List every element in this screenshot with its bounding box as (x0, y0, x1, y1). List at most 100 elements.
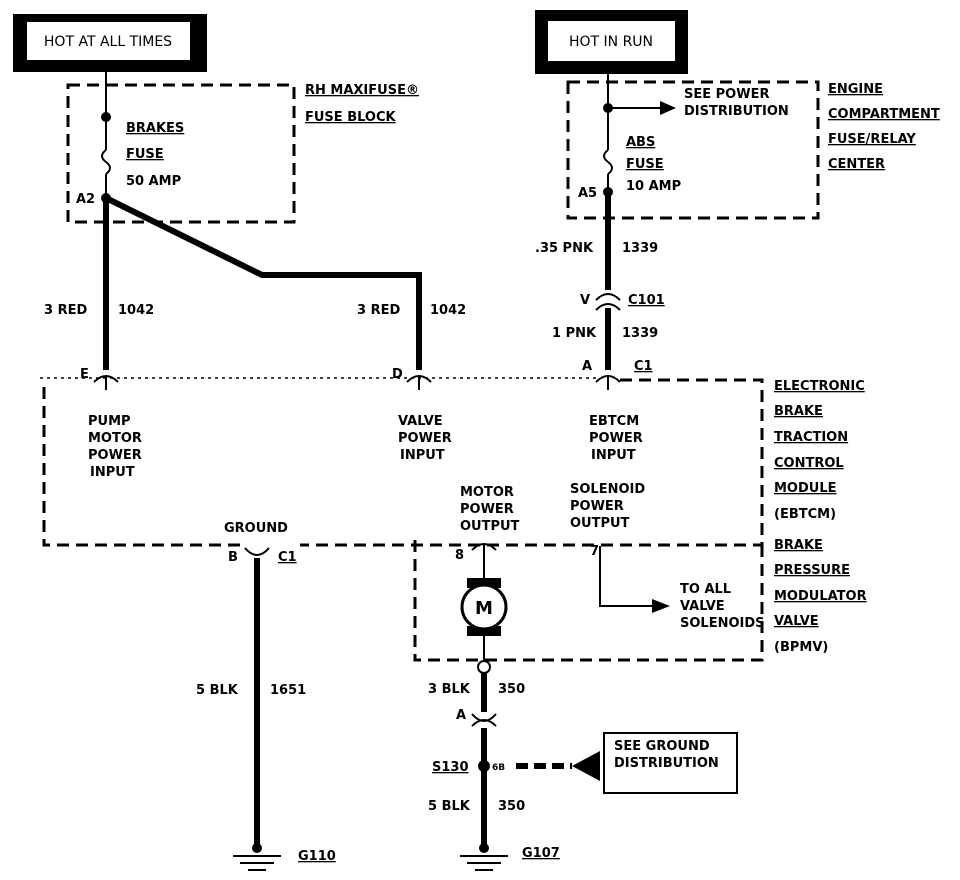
wire-mid-size: 3 RED (357, 303, 400, 318)
solenoid-arrow-icon (652, 599, 670, 613)
ebtcm-input-line3: INPUT (591, 448, 636, 463)
pin-e-label: E (80, 367, 89, 382)
c101-connector: V C101 (580, 293, 665, 311)
pump-input-line2: MOTOR (88, 431, 142, 446)
bpmv-module: BRAKE PRESSURE MODULATOR VALVE (BPMV) (413, 538, 867, 662)
pin-d-label: D (392, 367, 403, 382)
ebtcm-line6: (EBTCM) (774, 507, 836, 522)
wire-abs-size-bottom: 1 PNK (552, 326, 597, 341)
wire-motor-gnd-size: 3 BLK (428, 682, 471, 697)
engine-center-line1: ENGINE (828, 82, 883, 97)
pin-d-connector: D (392, 367, 432, 390)
hot-at-all-times-box: HOT AT ALL TIMES (13, 14, 207, 72)
solenoid-output-line1: SOLENOID (570, 482, 645, 497)
wire-ground-circuit: 1651 (270, 683, 306, 698)
abs-fuse-name: ABS (626, 135, 655, 150)
ebtcm-input-line2: POWER (589, 431, 643, 446)
ebtcm-line1: ELECTRONIC (774, 379, 865, 394)
wire-mid-circuit: 1042 (430, 303, 466, 318)
see-power-line2: DISTRIBUTION (684, 104, 789, 119)
engine-center-line4: CENTER (828, 157, 885, 172)
see-ground-box (603, 732, 738, 794)
engine-fuse-relay-center: ENGINE COMPARTMENT FUSE/RELAY CENTER SEE… (566, 74, 940, 220)
see-power-line1: SEE POWER (684, 87, 769, 102)
power-wires (103, 192, 611, 370)
g110-label: G110 (298, 849, 336, 864)
hot-in-run-label: HOT IN RUN (569, 34, 653, 50)
ebtcm-line5: MODULE (774, 481, 837, 496)
brakes-fuse-word: FUSE (126, 147, 164, 162)
bpmv-line5: (BPMV) (774, 640, 828, 655)
pin-e-connector: E (80, 367, 119, 390)
a2-terminal-label: A2 (76, 192, 95, 207)
brakes-fuse-symbol (101, 149, 111, 175)
ground-label: GROUND (224, 521, 288, 536)
wire-abs-circuit-bottom: 1339 (622, 326, 658, 341)
motor-output-line1: MOTOR (460, 485, 514, 500)
pump-input-line1: PUMP (88, 414, 131, 429)
brakes-fuse-rating: 50 AMP (126, 174, 181, 189)
motor-symbol: M (475, 598, 493, 619)
wire-1042-branch (104, 195, 422, 370)
solenoid-feed-wire (599, 546, 654, 607)
see-ground-line1: SEE GROUND (614, 739, 710, 754)
pump-input-line3: POWER (88, 448, 142, 463)
pin-7-label: 7 (590, 544, 599, 559)
wire-abs-size-top: .35 PNK (535, 241, 594, 256)
solenoid-output-line2: POWER (570, 499, 624, 514)
s130-splice (478, 760, 490, 772)
hot-in-run-box: HOT IN RUN (535, 10, 688, 74)
pin-b-connector: GROUND B C1 (224, 521, 297, 565)
bpmv-line2: PRESSURE (774, 563, 850, 578)
ebtcm-line2: BRAKE (774, 404, 823, 419)
to-solenoids-line1: TO ALL (680, 582, 731, 597)
bpmv-line4: VALVE (774, 614, 819, 629)
c101-label: C101 (628, 293, 665, 308)
motor-bottom-cap (467, 626, 501, 636)
g107-label: G107 (522, 846, 560, 861)
c1-top-label: C1 (634, 359, 653, 374)
see-power-arrow-icon (660, 101, 676, 115)
pin-8-label: 8 (455, 548, 464, 563)
g107-ground-icon (460, 843, 508, 871)
bpmv-line3: MODULATOR (774, 589, 867, 604)
pin-a-motor-label: A (456, 708, 466, 723)
pin-b-label: B (228, 550, 238, 565)
abs-fuse-rating: 10 AMP (626, 179, 681, 194)
ebtcm-input-line1: EBTCM (589, 414, 639, 429)
rh-fuse-block-subtitle: FUSE BLOCK (305, 110, 397, 125)
see-ground-line2: DISTRIBUTION (614, 756, 719, 771)
rh-fuse-block-title: RH MAXIFUSE® (305, 83, 419, 98)
rh-fuse-block: RH MAXIFUSE® FUSE BLOCK BRAKES FUSE 50 A… (66, 60, 419, 224)
valve-input-line2: POWER (398, 431, 452, 446)
pump-input-line4: INPUT (90, 465, 135, 480)
pin-a-label: A (582, 359, 592, 374)
pin-8-connector: 8 (455, 543, 497, 563)
motor-ground-terminal (477, 660, 491, 674)
bpmv-line1: BRAKE (774, 538, 823, 553)
ground-distribution-arrow-icon (572, 751, 600, 781)
wire-left-size: 3 RED (44, 303, 87, 318)
motor-output-line3: OUTPUT (460, 519, 520, 534)
pin-a-motor-connector: A (456, 708, 497, 727)
s130-code: 6B (492, 763, 505, 773)
to-solenoids-line2: VALVE (680, 599, 725, 614)
pump-motor-icon (460, 583, 508, 631)
to-solenoids-line3: SOLENOIDS (680, 616, 765, 631)
engine-center-line2: COMPARTMENT (828, 107, 940, 122)
valve-input-line1: VALVE (398, 414, 443, 429)
wire-motor-gnd-circuit: 350 (498, 682, 525, 697)
g110-ground-icon (233, 843, 281, 871)
ebtcm-line4: CONTROL (774, 456, 844, 471)
engine-center-line3: FUSE/RELAY (828, 132, 916, 147)
wire-splice-gnd-size: 5 BLK (428, 799, 471, 814)
wire-abs-circuit-top: 1339 (622, 241, 658, 256)
hot-at-all-times-label: HOT AT ALL TIMES (44, 34, 172, 50)
wire-splice-gnd-circuit: 350 (498, 799, 525, 814)
pin-a-connector: A C1 (582, 359, 653, 390)
wire-ground-size: 5 BLK (196, 683, 239, 698)
motor-output-line2: POWER (460, 502, 514, 517)
abs-fuse-word: FUSE (626, 157, 664, 172)
ebtcm-module: ELECTRONIC BRAKE TRACTION CONTROL MODULE… (40, 377, 865, 547)
